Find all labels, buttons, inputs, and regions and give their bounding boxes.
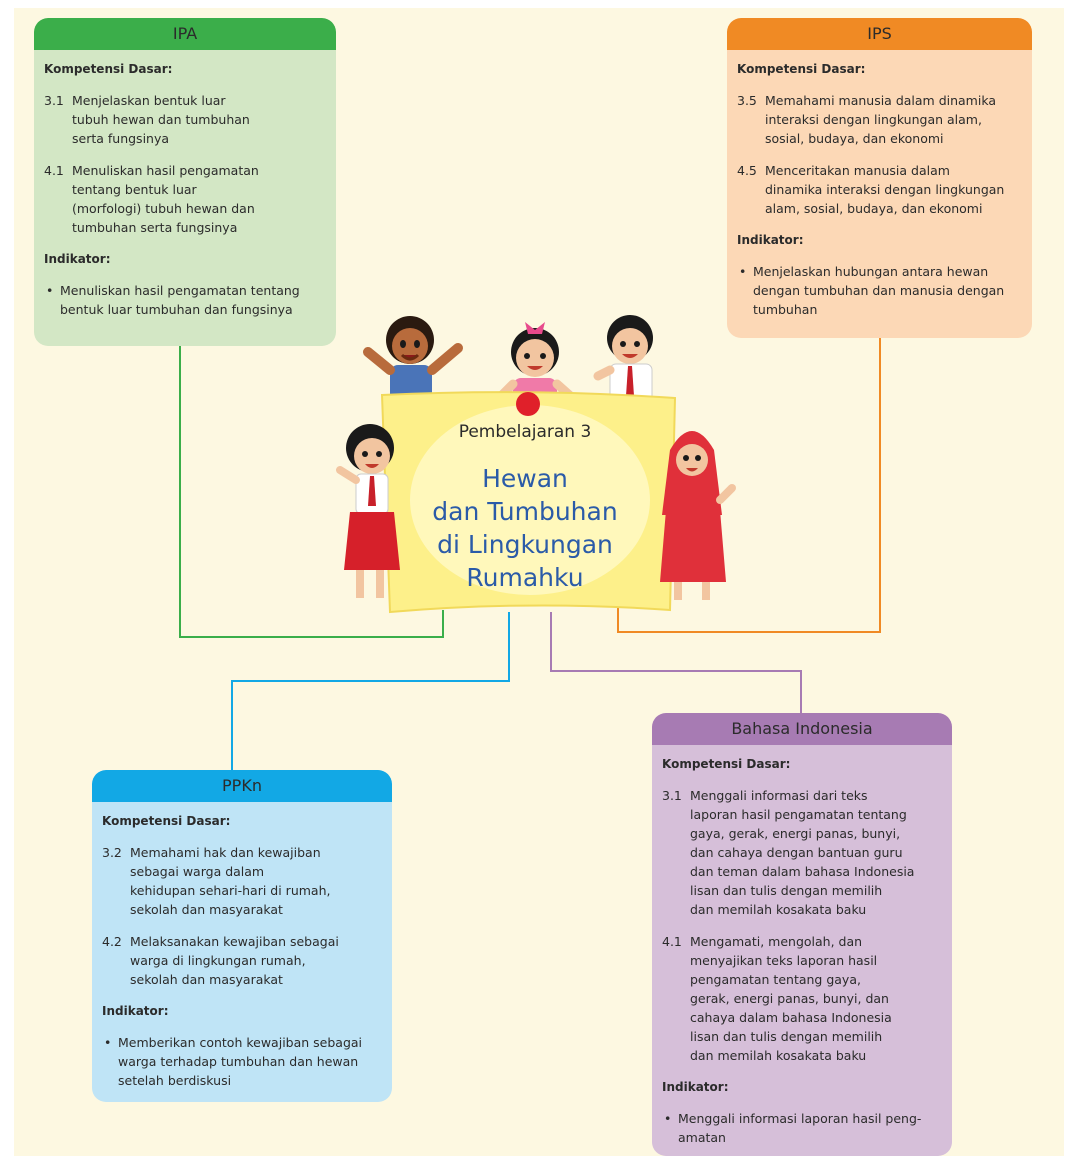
indicator-text: Menuliskan hasil pengamatan tentang bent… [60, 283, 300, 317]
kd-item: 3.1 Menggali informasi dari teks laporan… [662, 786, 942, 919]
kd-number: 4.5 [737, 163, 757, 178]
kd-label: Kompetensi Dasar: [662, 757, 791, 771]
connector-ipa [179, 346, 444, 638]
kd-text: Mengamati, mengolah, dan menyajikan teks… [690, 934, 892, 1063]
card-ppkn: PPKn Kompetensi Dasar: 3.2 Memahami hak … [92, 770, 392, 1102]
kd-text: Memahami hak dan kewajiban sebagai warga… [130, 845, 331, 917]
kd-number: 4.1 [662, 934, 682, 949]
indicator-label: Indikator: [102, 1004, 169, 1018]
center-illustration: Pembelajaran 3 Hewan dan Tumbuhan di Lin… [330, 300, 740, 620]
indicator-item: • Menjelaskan hubungan antara hewan deng… [737, 262, 1022, 319]
kd-label: Kompetensi Dasar: [102, 814, 231, 828]
card-ipa-header: IPA [34, 18, 336, 50]
kd-text: Menuliskan hasil pengamatan tentang bent… [72, 163, 259, 235]
kd-label: Kompetensi Dasar: [44, 62, 173, 76]
card-ips: IPS Kompetensi Dasar: 3.5 Memahami manus… [727, 18, 1032, 338]
kd-number: 4.2 [102, 934, 122, 949]
indicator-text: Menjelaskan hubungan antara hewan dengan… [753, 264, 1005, 317]
card-ips-header: IPS [727, 18, 1032, 50]
kd-text: Menjelaskan bentuk luar tubuh hewan dan … [72, 93, 250, 146]
connector-bi [550, 612, 802, 713]
kd-text: Memahami manusia dalam dinamika interaks… [765, 93, 997, 146]
indicator-label: Indikator: [662, 1080, 729, 1094]
center-title: Hewan dan Tumbuhan di Lingkungan Rumahku [432, 464, 618, 592]
kd-item: 3.5 Memahami manusia dalam dinamika inte… [737, 91, 1022, 148]
indicator-text: Menggali informasi laporan hasil peng- a… [678, 1111, 922, 1145]
girl-right-figure [660, 431, 736, 600]
kd-item: 4.1 Menuliskan hasil pengamatan tentang … [44, 161, 326, 237]
kd-number: 3.1 [662, 788, 682, 803]
pin-icon [516, 392, 540, 416]
kd-number: 3.2 [102, 845, 122, 860]
card-ipa: IPA Kompetensi Dasar: 3.1 Menjelaskan be… [34, 18, 336, 346]
card-bahasa-indonesia-header: Bahasa Indonesia [652, 713, 952, 745]
girl-left-figure [336, 424, 400, 598]
kd-item: 4.5 Menceritakan manusia dalam dinamika … [737, 161, 1022, 218]
kd-text: Menceritakan manusia dalam dinamika inte… [765, 163, 1005, 216]
kd-item: 3.2 Memahami hak dan kewajiban sebagai w… [102, 843, 382, 919]
kd-item: 4.2 Melaksanakan kewajiban sebagai warga… [102, 932, 382, 989]
indicator-item: • Memberikan contoh kewajiban sebagai wa… [102, 1033, 382, 1090]
children-illustration [336, 315, 736, 614]
bullet-icon: • [46, 283, 54, 298]
kd-number: 4.1 [44, 163, 64, 178]
connector-ppkn [231, 612, 510, 770]
kd-item: 4.1 Mengamati, mengolah, dan menyajikan … [662, 932, 942, 1065]
indicator-item: • Menuliskan hasil pengamatan tentang be… [44, 281, 326, 319]
indicator-item: • Menggali informasi laporan hasil peng-… [662, 1109, 942, 1147]
boy-right-figure [593, 315, 653, 405]
center-title-box: Pembelajaran 3 Hewan dan Tumbuhan di Lin… [380, 392, 670, 612]
indicator-label: Indikator: [44, 252, 111, 266]
center-subtitle: Pembelajaran 3 [458, 422, 592, 442]
kd-item: 3.1 Menjelaskan bentuk luar tubuh hewan … [44, 91, 326, 148]
indicator-label: Indikator: [737, 233, 804, 247]
card-ppkn-header: PPKn [92, 770, 392, 802]
connector-ips [617, 338, 881, 633]
bullet-icon: • [739, 264, 747, 279]
kd-number: 3.1 [44, 93, 64, 108]
kd-label: Kompetensi Dasar: [737, 62, 866, 76]
indicator-text: Memberikan contoh kewajiban sebagai warg… [118, 1035, 363, 1088]
kd-text: Menggali informasi dari teks laporan has… [690, 788, 915, 917]
kd-number: 3.5 [737, 93, 757, 108]
bullet-icon: • [664, 1111, 672, 1126]
card-bahasa-indonesia: Bahasa Indonesia Kompetensi Dasar: 3.1 M… [652, 713, 952, 1156]
bullet-icon: • [104, 1035, 112, 1050]
kd-text: Melaksanakan kewajiban sebagai warga di … [130, 934, 339, 987]
